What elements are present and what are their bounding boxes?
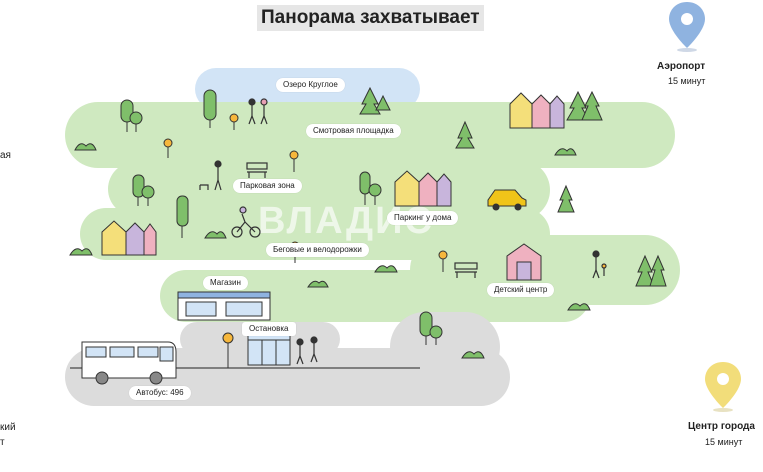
pine-tree-icon (359, 86, 667, 287)
airport-name: Аэропорт (657, 61, 706, 72)
bus-icon (81, 341, 177, 385)
bush-icon (69, 143, 591, 359)
center-time: 15 минут (705, 437, 743, 447)
bus-stop-icon (247, 334, 291, 366)
bench-icon (246, 162, 478, 278)
label-tracks: Беговые и велодорожки (266, 243, 369, 257)
people-icon (199, 98, 607, 365)
center-pin-icon (705, 362, 741, 412)
edge-fragment-top: ая (0, 150, 11, 161)
airport-pin-icon (669, 2, 705, 52)
label-viewpoint: Смотровая площадка (306, 124, 401, 138)
label-shop: Магазин (203, 276, 248, 290)
label-stop: Остановка (242, 322, 296, 336)
page-title: Панорама захватывает (257, 5, 484, 31)
airport-time: 15 минут (668, 76, 706, 86)
cyclist-icon (231, 206, 261, 238)
label-bus: Автобус: 496 (129, 386, 191, 400)
car-icon (487, 189, 527, 211)
label-parking: Паркинг у дома (387, 211, 459, 225)
label-kids: Детский центр (487, 283, 555, 297)
house-icon (101, 92, 565, 281)
label-park: Парковая зона (233, 179, 302, 193)
center-name: Центр города (688, 421, 755, 432)
shop-icon (177, 291, 271, 321)
road-area-2 (390, 312, 500, 382)
tree-icon (120, 89, 443, 345)
edge-fragment-bottom-2: т (0, 437, 5, 448)
edge-fragment-bottom-1: кий (0, 422, 16, 433)
label-lake: Озеро Круглое (276, 78, 345, 92)
